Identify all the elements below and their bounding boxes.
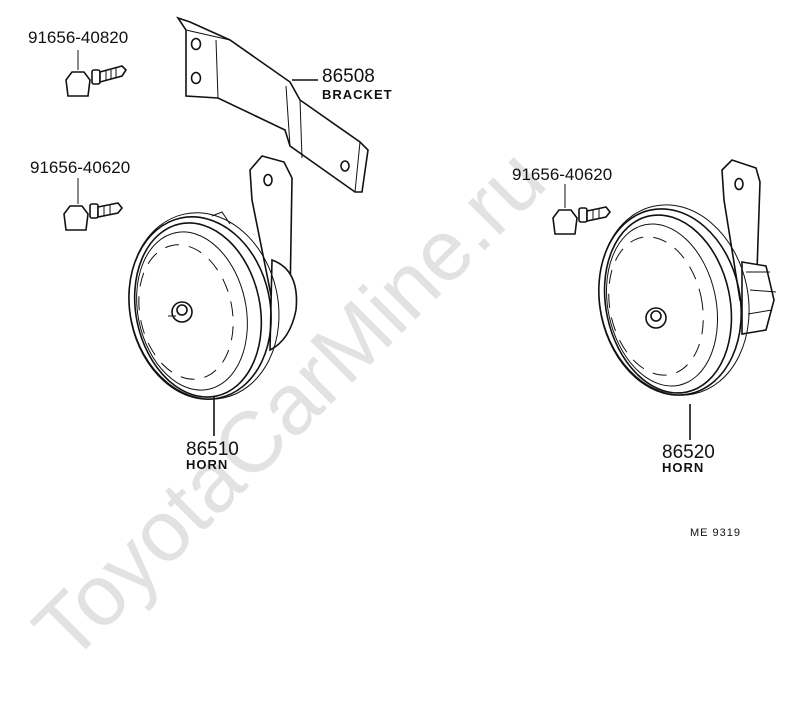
horn-left-part-number: 86510 [186,439,239,460]
bolt-drawing-a [65,50,128,97]
bolt-a-part-number: 91656-40820 [28,28,128,47]
horn-right-part-name: HORN [662,460,704,475]
horn-drawing-left [128,155,298,400]
bracket-drawing [176,16,369,193]
bolt-drawing-b [63,178,124,231]
bolt-c-part-number: 91656-40620 [512,165,612,184]
horn-right-part-number: 86520 [662,442,715,463]
leader-lines [213,79,691,440]
horn-left-part-name: HORN [186,457,228,472]
bolt-drawing-c [552,184,612,235]
horn-drawing-right [597,159,777,396]
bracket-part-number: 86508 [322,66,375,87]
bolt-b-part-number: 91656-40620 [30,158,130,177]
diagram-code: ME 9319 [690,527,741,539]
bracket-part-name: BRACKET [322,87,393,102]
